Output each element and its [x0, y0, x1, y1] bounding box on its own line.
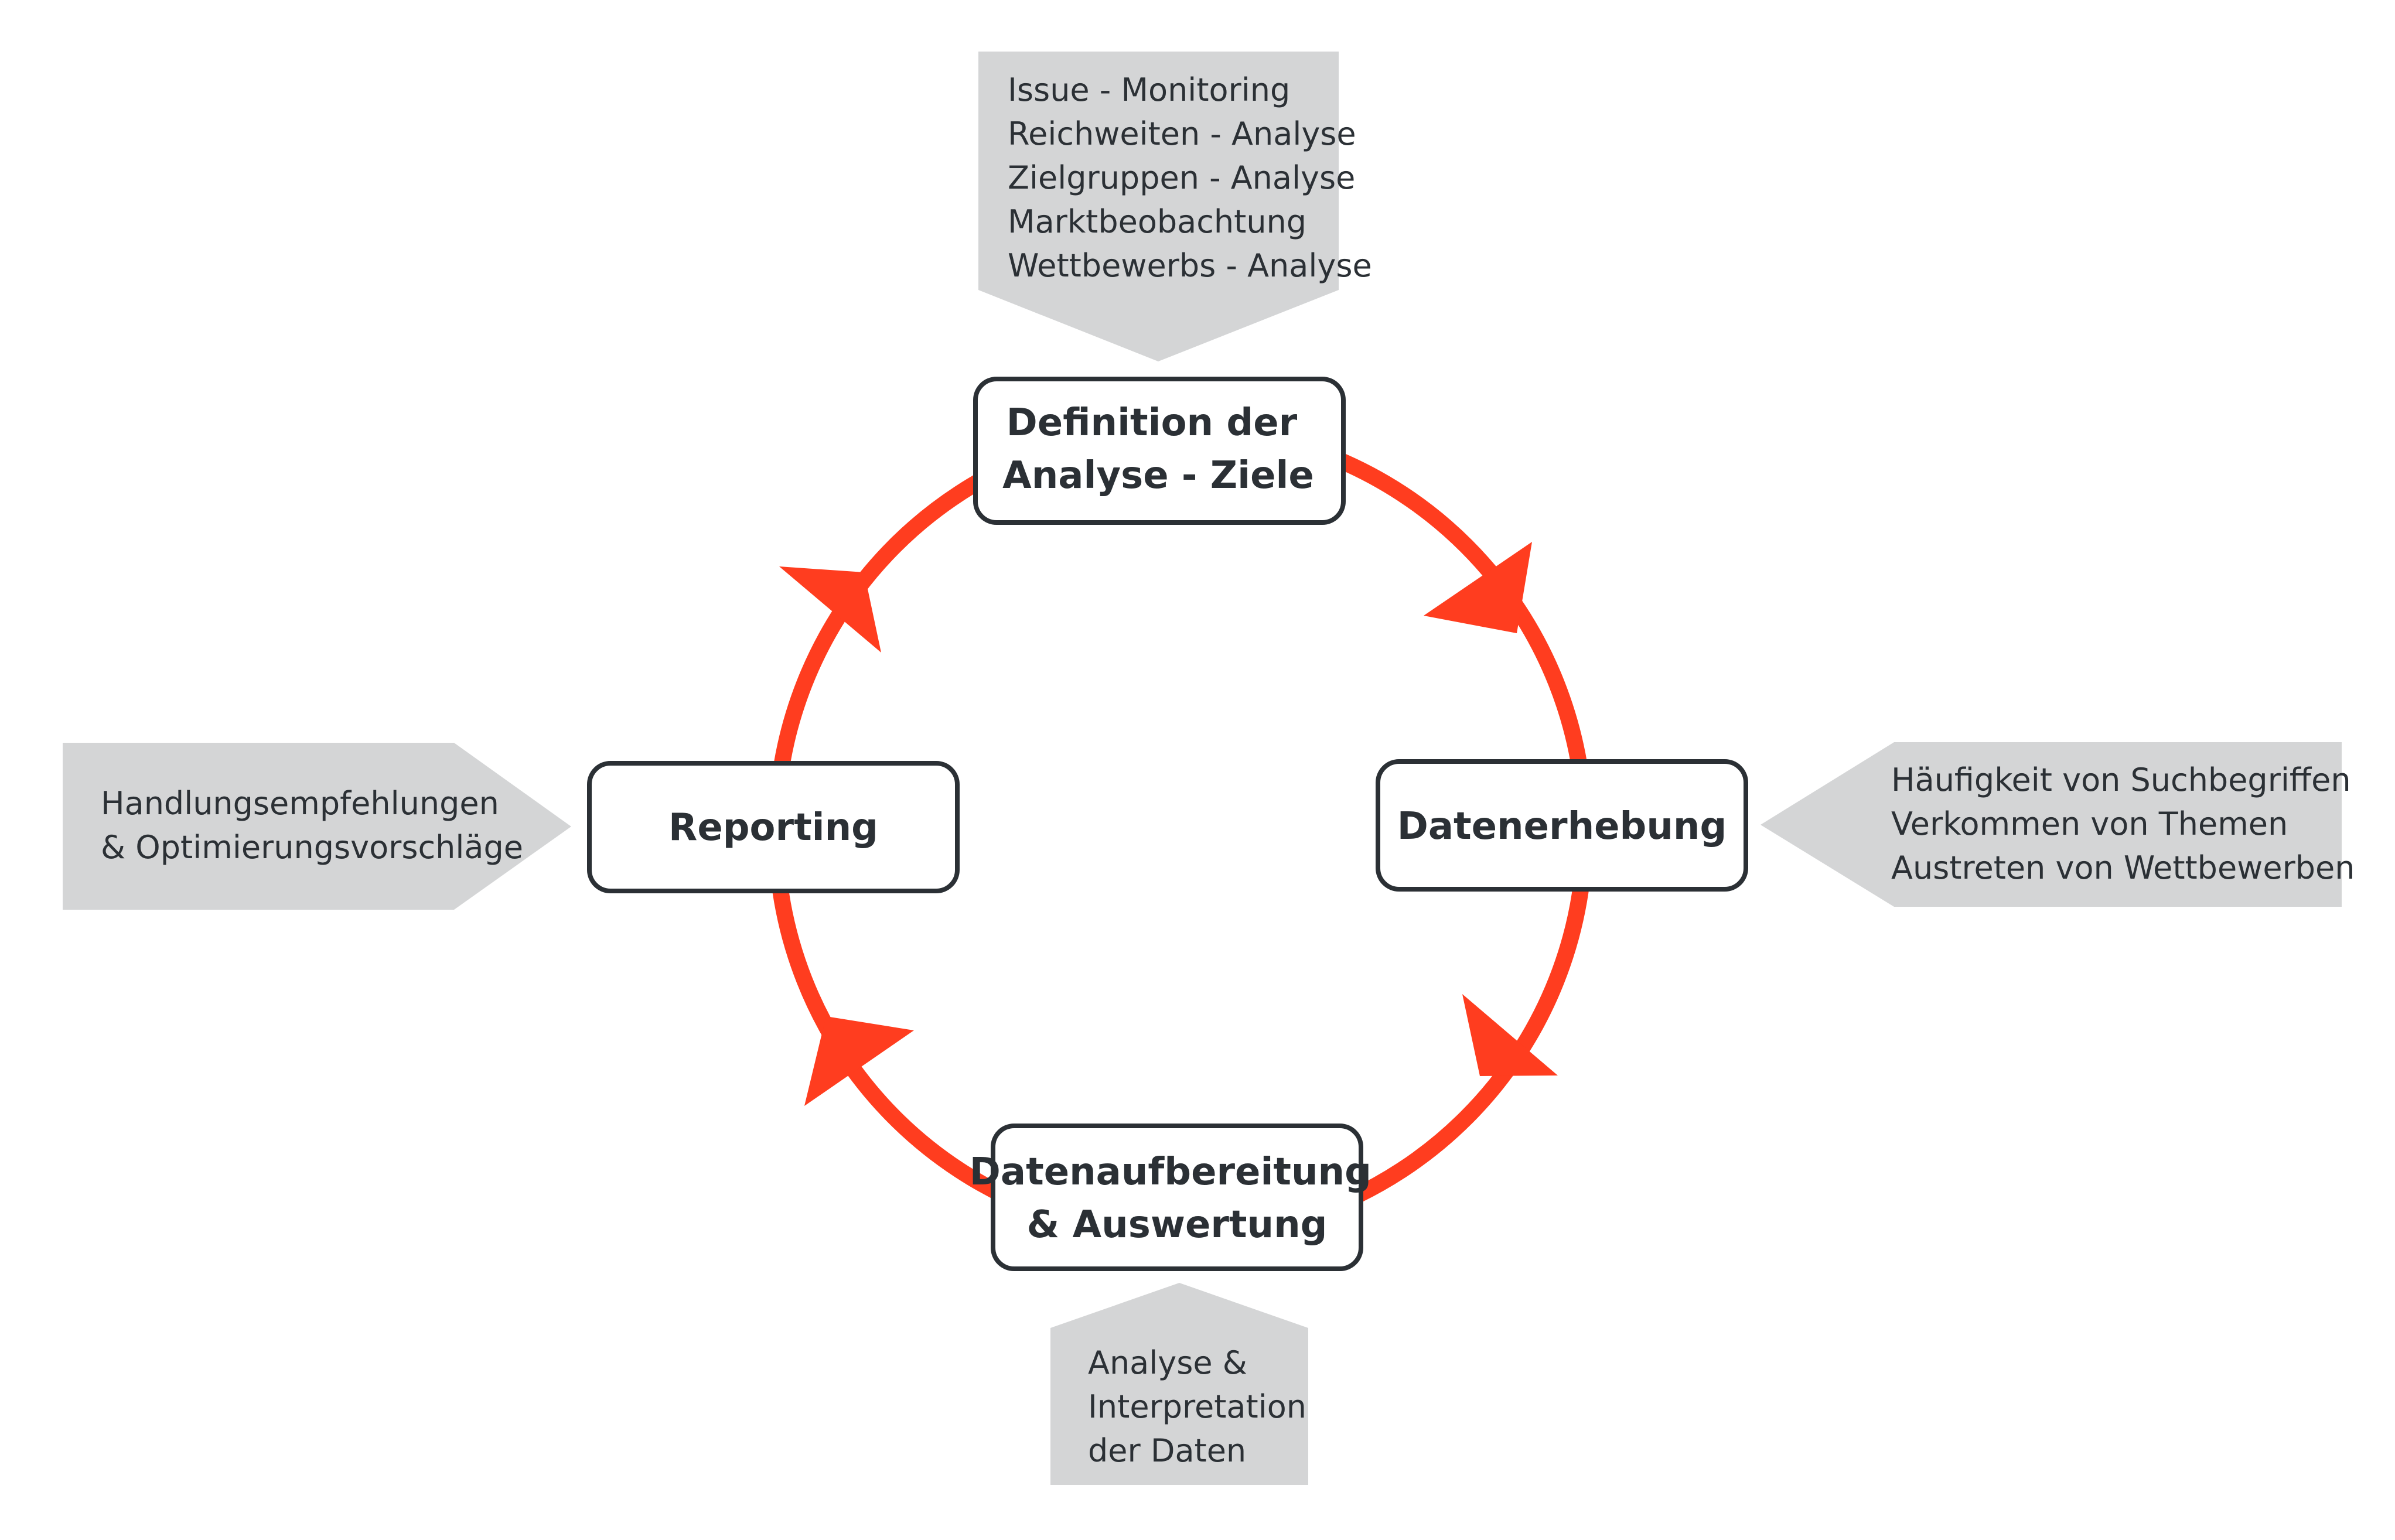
cycle-arrow-bottom-right-icon	[1462, 994, 1558, 1076]
node-datenerhebung-label: Datenerhebung	[1397, 805, 1727, 848]
note-bottom-callout	[1050, 1283, 1308, 1485]
cycle-arrow-top-right-icon	[1424, 542, 1532, 633]
node-datenerhebung-box	[1376, 759, 1748, 892]
note-left-callout	[63, 743, 571, 910]
cycle-arrow-top-left-icon	[779, 566, 881, 653]
note-right-callout	[1761, 742, 2342, 907]
note-bottom-text: Analyse & Interpretation der Daten	[1088, 1344, 1316, 1469]
node-definition-box	[973, 377, 1346, 525]
note-top-text: Issue - Monitoring Reichweiten - Analyse…	[1008, 71, 1372, 284]
node-aufbereitung-box	[991, 1124, 1363, 1271]
node-definition-label: Definition der Analyse - Ziele	[1002, 401, 1314, 497]
cycle-arrow-bottom-left-icon	[804, 1016, 914, 1106]
note-right-text: Häufigkeit von Suchbegriffen Verkommen v…	[1891, 762, 2361, 886]
node-reporting-label: Reporting	[668, 806, 878, 849]
note-left-text: Handlungsempfehlungen & Optimierungsvors…	[101, 785, 523, 866]
note-top-callout	[978, 52, 1339, 361]
node-aufbereitung-label: Datenaufbereitung & Auswertung	[970, 1150, 1384, 1247]
node-reporting-box	[587, 761, 960, 893]
